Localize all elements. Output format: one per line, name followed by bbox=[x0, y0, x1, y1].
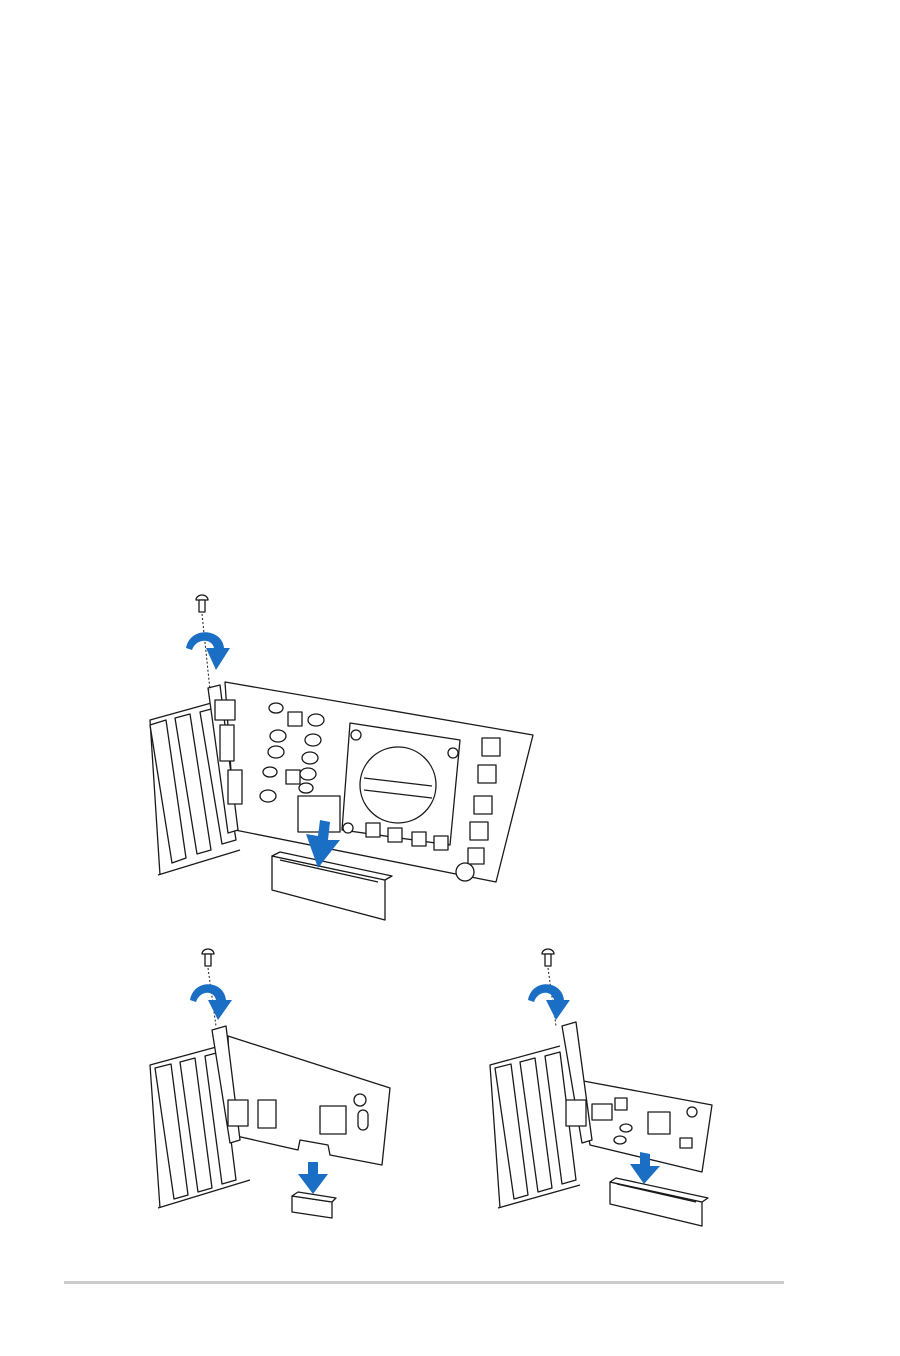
memory-chips bbox=[365, 737, 501, 865]
illustration-graphics-card-install bbox=[149, 594, 534, 921]
chassis-slot-brackets bbox=[489, 1045, 581, 1209]
insert-arrow-icon bbox=[298, 1162, 328, 1194]
screw-icon bbox=[195, 594, 211, 691]
pcie-x1-slot bbox=[291, 1191, 337, 1219]
rotate-arrow-icon bbox=[528, 984, 570, 1020]
capacitors bbox=[259, 702, 475, 882]
graphics-card bbox=[207, 681, 534, 883]
expansion-card bbox=[211, 1025, 391, 1166]
pcie-x16-slot bbox=[271, 851, 393, 921]
rotate-arrow-icon bbox=[186, 632, 230, 670]
illustration-pcie-x1-card-install bbox=[149, 948, 391, 1219]
expansion-card bbox=[561, 1021, 713, 1173]
pci-slot bbox=[609, 1177, 709, 1227]
screw-icon bbox=[201, 948, 217, 1027]
insert-arrow-icon bbox=[306, 820, 340, 868]
insert-arrow-icon bbox=[630, 1152, 660, 1184]
illustration-pci-card-install bbox=[489, 948, 713, 1227]
rotate-arrow-icon bbox=[190, 984, 232, 1020]
chassis-slot-brackets bbox=[149, 1045, 251, 1209]
footer-rule bbox=[64, 1281, 784, 1284]
